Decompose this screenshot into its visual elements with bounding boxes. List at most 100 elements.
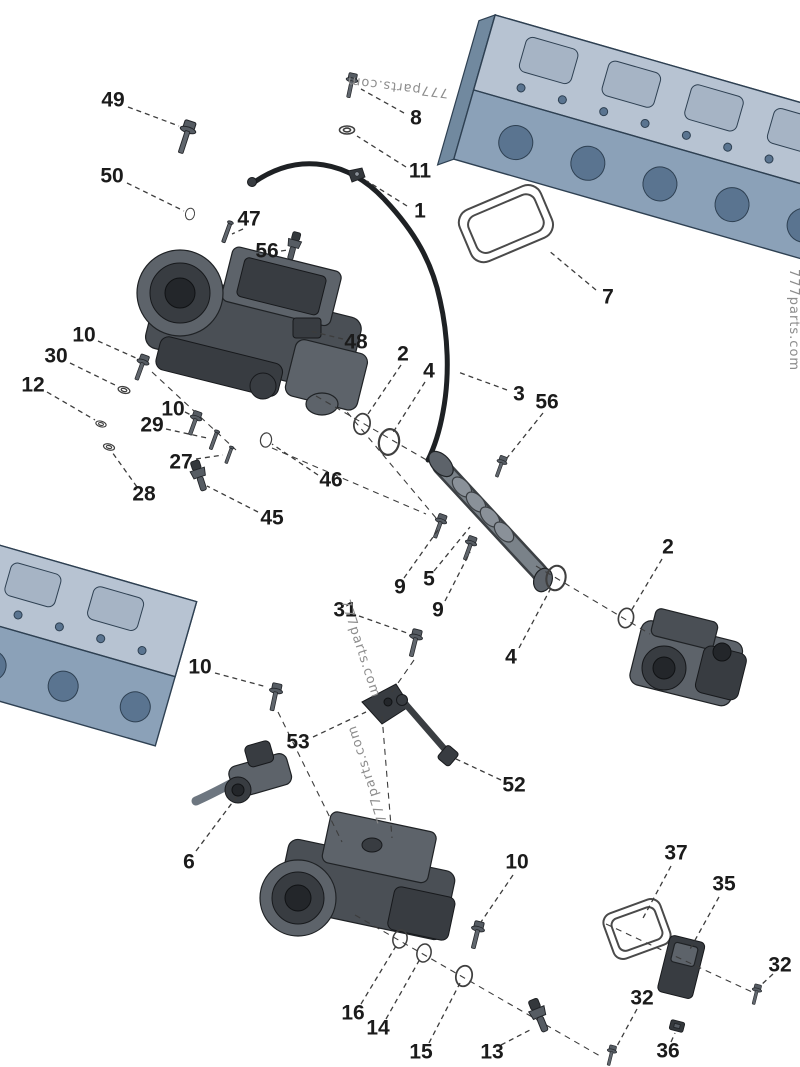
leader-line	[385, 958, 421, 1020]
leader-line	[518, 585, 553, 649]
part-number-52: 52	[502, 774, 525, 797]
clip-part	[668, 1018, 686, 1034]
bolt-hole	[13, 610, 23, 620]
oring-part	[258, 431, 274, 449]
leader-line	[630, 558, 663, 612]
port-hole	[786, 207, 800, 243]
valve-pad	[684, 84, 744, 132]
leader-line	[759, 973, 774, 987]
leader-line	[453, 757, 502, 781]
bolt-hole	[557, 95, 567, 105]
block-top-face	[0, 496, 198, 678]
part-number-27: 27	[169, 451, 192, 474]
leader-line	[403, 529, 439, 579]
leader-line	[97, 340, 137, 359]
part-number-9: 9	[394, 576, 406, 599]
watermark: 777parts.com	[346, 73, 449, 100]
part-number-28: 28	[132, 483, 156, 506]
leader-line	[111, 451, 138, 488]
part-number-48: 48	[344, 331, 368, 354]
bolt-hole	[137, 646, 147, 656]
bolt-part	[428, 512, 450, 541]
construction-axis	[346, 411, 437, 519]
leader-line	[547, 249, 597, 291]
part-number-29: 29	[140, 414, 163, 437]
engine-block-lower-left	[0, 496, 198, 747]
leader-line	[433, 526, 471, 572]
valve-pad	[87, 586, 145, 631]
tube-flange	[428, 450, 454, 478]
part-number-35: 35	[712, 873, 736, 896]
rod-eye	[396, 694, 408, 706]
part-number-47: 47	[237, 208, 260, 231]
leader-line	[480, 874, 514, 923]
washer-part	[94, 419, 108, 429]
part-number-56: 56	[535, 391, 558, 414]
gasket-outline	[457, 184, 555, 264]
leader-line	[616, 1008, 638, 1047]
control-lever-6	[191, 740, 293, 806]
bolt-hole	[516, 83, 526, 93]
leader-line	[670, 1032, 676, 1043]
leader-line	[271, 443, 319, 476]
compressor-inlet-bore	[164, 277, 196, 309]
actuator-bore-inner	[652, 656, 676, 680]
stud-part	[223, 445, 235, 465]
part-number-9: 9	[432, 599, 444, 622]
leader-line	[688, 896, 720, 952]
part-number-2: 2	[662, 536, 674, 559]
gasket-outline	[467, 193, 545, 254]
port-hole	[47, 670, 79, 702]
part-number-32: 32	[768, 954, 791, 977]
part-number-12: 12	[21, 374, 44, 397]
bolt-part	[458, 534, 480, 563]
leader-line	[444, 551, 471, 602]
part-number-49: 49	[101, 89, 124, 112]
port-hole	[119, 691, 151, 723]
bolt-hole	[54, 622, 64, 632]
leader-line	[391, 381, 426, 435]
leader-line	[365, 364, 402, 418]
leader-line	[231, 228, 244, 235]
bellows-rib	[493, 521, 515, 543]
bolt-hole	[599, 107, 609, 117]
turbocharger-upper	[136, 246, 369, 416]
construction-axis	[381, 715, 393, 839]
washer-part	[102, 442, 116, 452]
bracket-48	[292, 317, 322, 339]
part-number-53: 53	[286, 731, 309, 754]
bolt-part	[264, 681, 285, 713]
part-number-15: 15	[409, 1041, 433, 1064]
block-seam	[0, 571, 176, 678]
valve-pad	[518, 36, 579, 85]
construction-axis	[535, 565, 651, 635]
washer-part	[338, 125, 356, 135]
leader-line	[195, 794, 239, 852]
valve-pad	[601, 60, 662, 108]
part-number-7: 7	[602, 286, 614, 309]
gasket-7	[457, 184, 555, 264]
part-number-3: 3	[513, 383, 525, 406]
leader-line	[358, 615, 408, 634]
leader-lines-layer	[46, 88, 774, 1047]
part-number-46: 46	[319, 469, 342, 492]
bolt-hole	[723, 142, 733, 152]
valve-pad	[766, 108, 800, 156]
oring-part	[414, 941, 434, 965]
valve-pad	[4, 562, 62, 608]
bolt-part	[491, 454, 510, 479]
bolt-part	[748, 983, 764, 1006]
leader-line	[184, 411, 194, 417]
construction-axis	[388, 659, 415, 697]
leader-line	[126, 182, 185, 212]
leader-line	[312, 711, 367, 738]
oring-part	[615, 606, 637, 630]
leader-line	[309, 330, 344, 340]
part-number-45: 45	[260, 507, 284, 530]
sensor-part	[283, 230, 305, 262]
port-hole	[642, 166, 678, 202]
part-number-10: 10	[72, 324, 95, 347]
leader-line	[69, 362, 118, 387]
bolt-part	[172, 118, 200, 156]
